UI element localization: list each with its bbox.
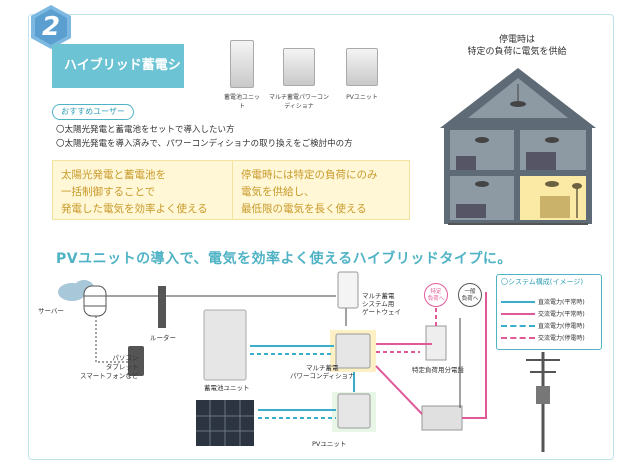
house-caption: 停電時は 特定の負荷に電気を供給 — [442, 34, 592, 58]
devices-label-line: タブレット — [105, 363, 139, 371]
router-icon — [158, 286, 166, 328]
pcs-label-line: マルチ蓄電 — [306, 364, 339, 372]
server-icon — [83, 285, 107, 317]
house-caption-line: 停電時は — [498, 35, 535, 45]
specific-load-bubble: 特定 負荷へ — [424, 283, 448, 307]
headline: PVユニットの導入で、電気を効率よく使えるハイブリッドタイプに。 — [56, 251, 512, 267]
meter-icon — [421, 405, 463, 431]
section-number: 2 — [41, 12, 61, 42]
battery-label: 蓄電池ユニット — [204, 384, 250, 392]
product-label: PVユニット — [346, 94, 378, 101]
legend-item: 直流電力(停電時) — [501, 321, 585, 330]
product-label: マルチ蓄電パワーコンディショナ — [268, 94, 329, 110]
pv-unit-icon — [337, 393, 371, 429]
legend-item: 交流電力(停電時) — [501, 333, 585, 342]
pv-unit-image — [346, 48, 378, 86]
specific-load-line: 特定 — [430, 289, 442, 295]
legend-label: 交流電力(停電時) — [538, 335, 585, 342]
devices-label: パソコン タブレット スマートフォンなど — [80, 354, 138, 381]
product-label: 蓄電池ユニット — [223, 94, 260, 110]
gateway-label-line: ゲートウェイ — [362, 308, 401, 316]
section-title: ハイブリッド蓄電システム — [52, 44, 184, 117]
legend-swatch — [501, 336, 535, 339]
product-pv: PVユニット — [340, 40, 384, 101]
pv-label: PVユニット — [312, 440, 347, 448]
router-label: ルーター — [150, 334, 176, 342]
pcs-label-line: パワーコンディショナ — [290, 372, 355, 380]
recommend-line: 〇太陽光発電と蓄電池をセットで導入したい方 — [56, 125, 235, 135]
specific-load-line: 負荷へ — [427, 296, 445, 302]
power-conditioner-icon — [335, 333, 371, 369]
section-badge-hexagon — [31, 5, 71, 49]
legend-swatch — [501, 312, 535, 315]
feature-box: 停電時には特定の負荷にのみ 電気を供給し、 最低限の電気を長く使える — [232, 160, 410, 220]
smartphone-icon — [128, 346, 144, 376]
battery-unit-image — [230, 40, 254, 88]
solar-panel-icon — [196, 400, 254, 446]
legend-item: 交流電力(平常時) — [501, 309, 585, 318]
gateway-label: マルチ蓄電 システム用 ゲートウェイ — [362, 292, 401, 316]
devices-label-line: パソコン — [112, 354, 139, 362]
battery-unit-icon — [203, 309, 247, 381]
load-panel-label: 特定負荷用分電盤 — [412, 366, 464, 374]
gateway-label-line: マルチ蓄電 — [362, 292, 395, 300]
legend-swatch — [501, 300, 535, 303]
legend-label: 交流電力(平常時) — [538, 311, 585, 318]
recommend-tag: おすすめユーザー — [52, 104, 134, 120]
utility-pole-icon — [526, 352, 560, 452]
product-battery: 蓄電池ユニット — [222, 40, 262, 110]
server-label: サーバー — [38, 307, 64, 315]
gateway-label-line: システム用 — [362, 300, 395, 308]
recommend-line: 〇太陽光発電を導入済みで、パワーコンディショナの取り換えをご検討中の方 — [56, 139, 353, 149]
system-diagram — [58, 271, 487, 446]
power-conditioner-image — [283, 48, 315, 86]
pcs-label: マルチ蓄電 パワーコンディショナ — [290, 364, 355, 380]
legend: 〇システム構成(イメージ) 直流電力(平常時) 交流電力(平常時) 直流電力(停… — [496, 274, 602, 350]
legend-title: 〇システム構成(イメージ) — [501, 278, 584, 286]
general-load-bubble: 一般 負荷へ — [458, 283, 482, 307]
devices-label-line: スマートフォンなど — [80, 372, 139, 380]
legend-swatch — [501, 324, 535, 327]
feature-box: 太陽光発電と蓄電池を 一括制御することで 発電した電気を効率よく使える — [52, 160, 238, 220]
house-caption-line: 特定の負荷に電気を供給 — [467, 47, 567, 57]
legend-label: 直流電力(平常時) — [538, 299, 585, 306]
product-pcs: マルチ蓄電パワーコンディショナ — [266, 40, 332, 110]
legend-label: 直流電力(停電時) — [538, 323, 585, 330]
general-load-line: 負荷へ — [461, 296, 479, 302]
legend-item: 直流電力(平常時) — [501, 297, 585, 306]
gateway-icon — [337, 271, 359, 309]
house-illustration — [440, 68, 596, 225]
general-load-line: 一般 — [464, 289, 476, 295]
